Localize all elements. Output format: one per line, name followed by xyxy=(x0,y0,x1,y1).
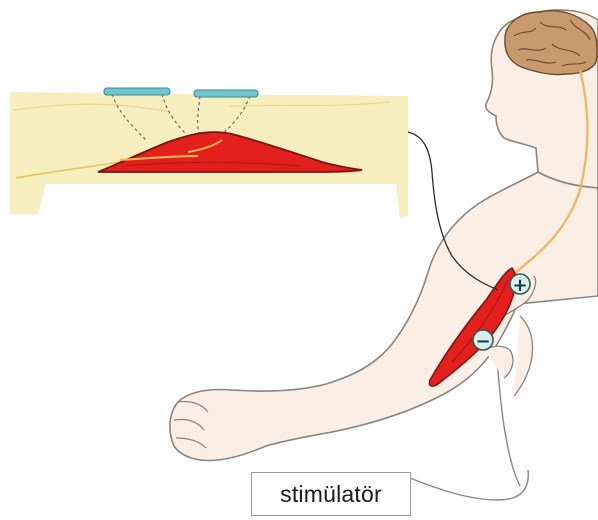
stimulator-cable xyxy=(410,470,528,500)
tissue-inset xyxy=(10,88,408,218)
stimulator-label: stimülatör xyxy=(251,472,411,516)
positive-electrode: + xyxy=(510,274,530,296)
plus-icon: + xyxy=(512,275,527,296)
human-figure xyxy=(170,10,598,500)
torso-arm xyxy=(170,172,598,460)
surface-electrode-right xyxy=(194,90,258,97)
negative-electrode: − xyxy=(473,330,493,352)
surface-electrode-left xyxy=(104,88,170,95)
minus-icon: − xyxy=(475,331,490,352)
stimulator-label-text: stimülatör xyxy=(280,481,382,508)
brain-icon xyxy=(505,11,597,75)
